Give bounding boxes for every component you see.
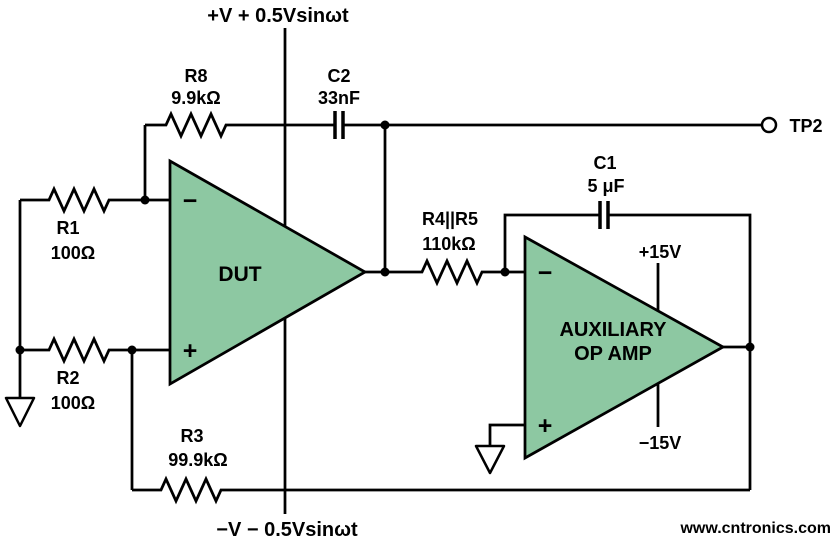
ground-symbol-left [4, 396, 36, 428]
junction-dot [140, 195, 150, 205]
junction-dot [380, 120, 390, 130]
r4r5-value-label: 110kΩ [422, 234, 475, 254]
supply-top-label: +V + 0.5Vsinωt [207, 5, 349, 27]
tp2-label: TP2 [789, 116, 822, 136]
wire-r1-input [20, 185, 170, 215]
watermark-text: www.cntronics.com [679, 520, 831, 537]
aux-vminus-label: −15V [639, 433, 682, 453]
r8-value-label: 9.9kΩ [171, 88, 220, 108]
aux-inverting-input-sign: − [538, 259, 553, 287]
c1-value-label: 5 μF [587, 176, 624, 196]
aux-opamp-triangle [523, 234, 726, 461]
r1-name-label: R1 [56, 218, 79, 238]
aux-label-line2: OP AMP [574, 343, 652, 365]
wire-r8-feedback [145, 110, 335, 140]
supply-bottom-label: −V − 0.5Vsinωt [216, 519, 358, 541]
c1-name-label: C1 [593, 153, 616, 173]
wire-aux-gnd [488, 423, 525, 446]
r2-name-label: R2 [56, 368, 79, 388]
r4r5-name-label: R4||R5 [422, 209, 478, 229]
aux-vplus-label: +15V [639, 242, 682, 262]
c2-value-label: 33nF [318, 88, 360, 108]
junction-dot [745, 342, 755, 352]
dut-inverting-input-sign: − [183, 187, 198, 215]
r3-value-label: 99.9kΩ [168, 450, 227, 470]
junction-dot [500, 267, 510, 277]
dut-opamp-triangle [168, 158, 368, 387]
wire-r3-feedback [132, 475, 750, 505]
r1-value-label: 100Ω [51, 243, 95, 263]
r2-value-label: 100Ω [51, 393, 95, 413]
junction-dot [15, 345, 25, 355]
wire-c1-left [503, 213, 600, 272]
r8-name-label: R8 [184, 66, 207, 86]
junction-dot [127, 345, 137, 355]
aux-noninverting-input-sign: + [538, 412, 553, 440]
junction-dot [380, 267, 390, 277]
r3-name-label: R3 [180, 426, 203, 446]
wire-r4r5-output [365, 257, 525, 287]
dut-label: DUT [218, 263, 261, 286]
aux-label-line1: AUXILIARY [559, 319, 667, 341]
wire-r2-input [20, 335, 170, 365]
c2-name-label: C2 [327, 66, 350, 86]
ground-symbol-aux [474, 444, 506, 475]
tp2-terminal-circle [760, 116, 778, 134]
dut-noninverting-input-sign: + [183, 337, 198, 365]
wire-c1-right-vertical [608, 213, 752, 490]
